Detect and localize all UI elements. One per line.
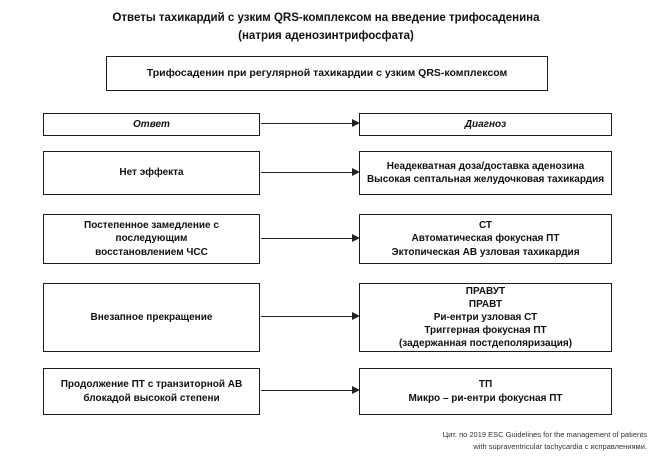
diagnosis-box-row-3: ПРАВУТ ПРАВТ Ри-ентри узловая СТ Триггер… [359, 283, 612, 352]
arrow-row-1 [261, 167, 360, 176]
diagnosis-box-row-2: СТ Автоматическая фокусная ПТ Эктопическ… [359, 214, 612, 264]
diagnosis-label: ТП Микро – ри-ентри фокусная ПТ [408, 379, 563, 404]
diagnosis-label: ПРАВУТ ПРАВТ Ри-ентри узловая СТ Триггер… [398, 285, 573, 350]
response-box-sudden-termination: Внезапное прекращение [43, 283, 260, 352]
response-header-box: Ответ [43, 113, 260, 136]
arrow-header-row [261, 118, 360, 127]
page-title-line1: Ответы тахикардий с узким QRS-комплексом… [112, 12, 540, 24]
diagnosis-header-box: Диагноз [359, 113, 612, 136]
response-label: Продолжение ПТ с транзиторной АВ блокадо… [60, 379, 243, 404]
arrow-row-4 [261, 385, 360, 394]
diagnosis-box-row-4: ТП Микро – ри-ентри фокусная ПТ [359, 368, 612, 415]
arrow-row-3 [261, 311, 360, 320]
response-label: Нет эффекта [119, 167, 184, 179]
root-condition-label: Трифосаденин при регулярной тахикардии с… [146, 66, 508, 79]
root-condition-box: Трифосаденин при регулярной тахикардии с… [106, 56, 548, 91]
diagnosis-box-row-1: Неадекватная доза/доставка аденозина Выс… [359, 151, 612, 195]
response-box-persisting-with-av-block: Продолжение ПТ с транзиторной АВ блокадо… [43, 368, 260, 415]
diagnosis-label: СТ Автоматическая фокусная ПТ Эктопическ… [391, 220, 580, 258]
response-header-label: Ответ [133, 118, 170, 130]
diagnosis-label: Неадекватная доза/доставка аденозина Выс… [366, 160, 605, 185]
response-label: Постепенное замедление с последующим вос… [84, 220, 219, 258]
arrow-row-2 [261, 233, 360, 242]
page-title-line2: (натрия аденозинтрифосфата) [238, 29, 414, 42]
citation-line1: Цит. по 2019 ESC Guidelines for the mana… [442, 430, 647, 439]
response-label: Внезапное прекращение [90, 311, 213, 323]
response-box-no-effect: Нет эффекта [43, 151, 260, 195]
diagnosis-header-label: Диагноз [464, 118, 507, 130]
page-title: Ответы тахикардий с узким QRS-комплексом… [0, 10, 652, 46]
response-box-gradual-slowing: Постепенное замедление с последующим вос… [43, 214, 260, 264]
citation: Цит. по 2019 ESC Guidelines for the mana… [443, 429, 647, 452]
citation-line2: with supraventricular tachycardia с испр… [473, 441, 647, 451]
